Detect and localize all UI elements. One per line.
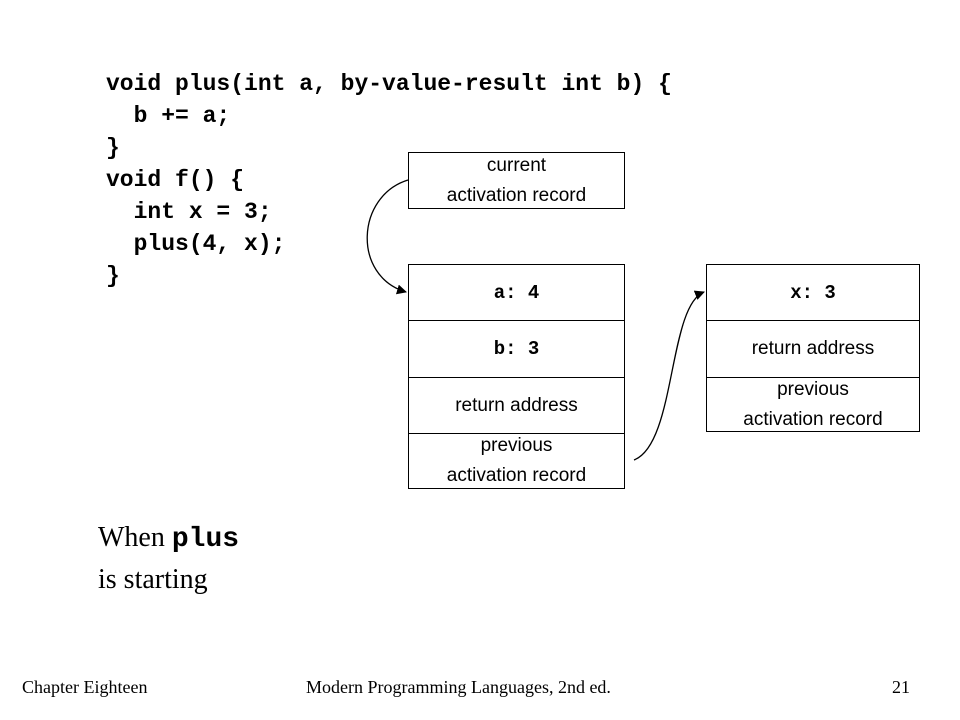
slide-caption: When plus is starting [98,518,239,600]
previous-record-line1: previous [480,435,553,456]
previous-record-cell: previous activation record [707,378,919,431]
code-line: plus(4, x); [106,231,286,257]
code-line: int x = 3; [106,199,272,225]
param-a-cell: a: 4 [409,265,624,321]
previous-pointer-arrow [633,290,705,461]
code-line: b += a; [106,103,231,129]
plus-activation-record: a: 4 b: 3 return address previous activa… [408,264,625,489]
footer-chapter: Chapter Eighteen [22,677,148,697]
caption-keyword: plus [171,524,240,555]
code-line: } [106,263,120,289]
previous-record-cell: previous activation record [409,434,624,488]
code-line: void f() { [106,167,245,193]
caption-line1: When plus [98,518,239,560]
previous-record-line1: previous [777,378,849,400]
current-record-label-line2: activation record [446,184,587,206]
previous-record-line2: activation record [743,408,883,430]
local-x-cell: x: 3 [707,265,919,321]
return-address-cell: return address [409,378,624,434]
code-line: void plus(int a, by-value-result int b) … [106,71,672,97]
return-address-cell: return address [707,321,919,378]
caption-prefix: When [98,522,172,553]
caption-line2: is starting [98,564,208,595]
current-record-label: current activation record [409,153,624,208]
code-line: } [106,135,120,161]
current-record-label-line1: current [486,154,547,176]
current-pointer-arrow [366,179,409,295]
param-b-cell: b: 3 [409,321,624,378]
f-activation-record: x: 3 return address previous activation … [706,264,920,432]
footer-page-number: 21 [892,677,910,697]
current-activation-record-box: current activation record [408,152,625,209]
footer-book-title: Modern Programming Languages, 2nd ed. [306,677,611,697]
previous-record-line2: activation record [446,465,587,486]
